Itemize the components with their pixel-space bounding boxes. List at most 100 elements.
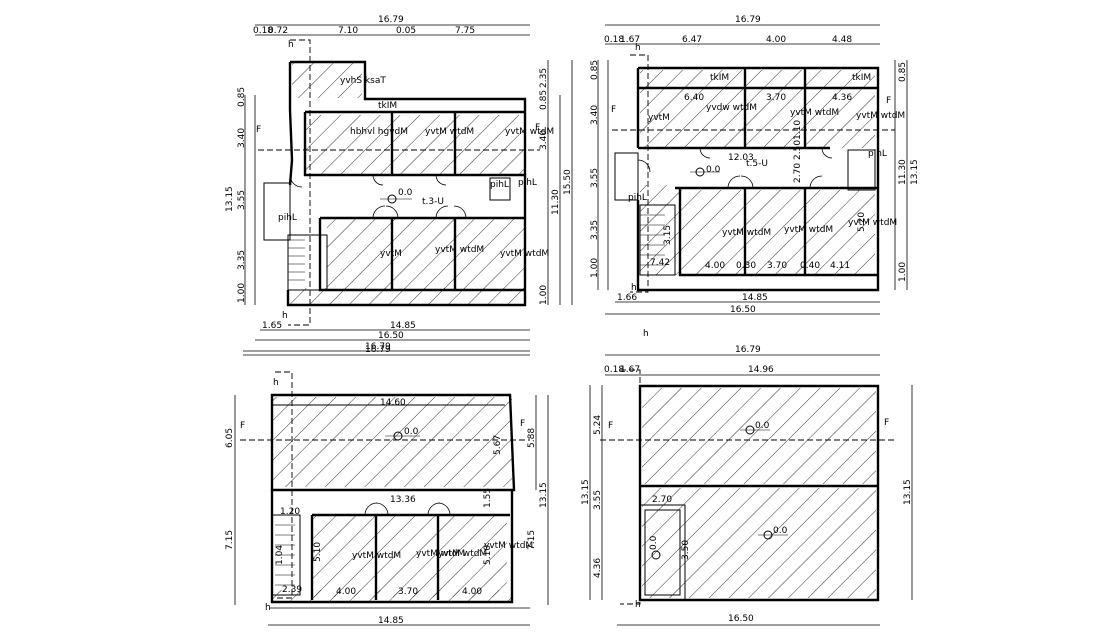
dim-bottom-overall: 16.50 [728,614,754,624]
dim-bottom-overall: 16.50 [730,305,756,315]
inner-dim: 4.00 [336,587,356,597]
dim-top-gap: 0.05 [396,26,416,36]
inner-dim: 3.70 [767,261,787,271]
inner-dim: 1.55 [483,488,493,508]
dim-top-overall: 16.79 [378,15,404,25]
dim-top-wall-b: 0.72 [268,26,288,36]
dim-right-a: 5.88 [527,428,537,448]
dim-left-d: 3.35 [590,220,600,240]
plan-top-right: 16.79 0.18 1.67 6.47 4.00 4.48 0.85 3.40… [590,15,920,315]
dim-right-b: 11.30 [898,159,908,185]
room-label: yvtM wtdM [425,127,474,137]
section-label-f-right: F [535,123,540,133]
dim-bottom-stair: 1.66 [617,293,637,303]
dim-left-e: 3.35 [237,250,247,270]
dim-right-f: 1.00 [539,285,549,305]
dim-top-wall-a: 0.18 [253,26,273,36]
level-value: 0.0 [404,427,419,437]
dim-left-c: 3.55 [590,168,600,188]
inner-dim: 5.20 [857,212,867,232]
inner-dim: 3.15 [663,225,673,245]
inner-dim: 2.70 [652,495,672,505]
tag-label: pihL [490,180,509,190]
inner-dim: 4.00 [462,587,482,597]
dim-right-c: 13.15 [910,159,920,185]
section-label-f-right: F [884,418,889,428]
dim-top-span-a: 7.10 [338,26,358,36]
plan-top-left: 16.79 0.18 0.72 7.10 0.05 7.75 0.85 3.40… [225,15,573,352]
section-label-h-bottom: h [265,603,271,613]
room-label: yvtM wtdM [438,549,487,559]
level-value: 0.0 [398,188,413,198]
inner-dim: 13.36 [390,495,416,505]
tag-label: pihL [278,213,297,223]
inner-dim: 14.60 [380,398,406,408]
dim-top-span-c: 4.48 [832,35,852,45]
room-label: yvtM wtdM [856,111,905,121]
dim-top-span: 14.96 [748,365,774,375]
room-label: yvhS ksaT [340,76,386,86]
section-label-f-right: F [520,419,525,429]
dim-top-span-b: 7.75 [455,26,475,36]
inner-dim: 2.50 [793,140,803,160]
dim-bottom-overall: 14.85 [378,616,404,626]
room-label: yvtM [380,249,402,259]
section-label-h-top: h [635,43,641,53]
dim-left-a: 6.05 [225,428,235,448]
level-value: 0.0 [773,526,788,536]
dim-right-c: 7.15 [527,530,537,550]
room-label: hbhvl hgvdM [350,127,408,137]
level-value: 0.0 [706,165,721,175]
dim-left-b: 3.40 [590,105,600,125]
section-label-f-right: F [886,96,891,106]
level-value: 0.0 [755,421,770,431]
room-label: tkIM [378,101,397,111]
inner-dim: 1.20 [280,507,300,517]
dim-bottom-stair: 1.65 [262,321,282,331]
inner-dim: 7.42 [650,258,670,268]
room-label: yvdw wtdM [706,103,757,113]
dim-bottom-inner: 14.85 [390,321,416,331]
room-label: yvtM wtdM [416,549,465,559]
dim-right-c: 3.40 [539,130,549,150]
dim-bottom-inner: 14.85 [742,293,768,303]
dim-top-overall: 16.79 [365,345,391,355]
level-marker-icon [385,431,420,441]
room-label: yvtM wtdM [500,249,549,259]
dim-left-a: 5.24 [593,415,603,435]
section-label-h-top: h [273,378,279,388]
room-label: yvtM wtdM [505,127,554,137]
section-label-f-left: F [608,421,613,431]
tag-label: pihL [628,193,647,203]
dim-left-a: 0.85 [590,60,600,80]
dim-left-c: 13.15 [581,479,591,505]
inner-dim: 1.04 [275,545,285,565]
room-label: yvtM wtdM [722,228,771,238]
dim-top-overall: 16.79 [735,345,761,355]
dim-right-a: 2.35 [539,68,549,88]
room-label: tkIM [852,73,871,83]
section-label-f-left: F [256,125,261,135]
room-label: yvtM wtdM [790,108,839,118]
dim-right-e: 15.50 [563,169,573,195]
stair-level-label: t.5-U [746,159,768,169]
inner-dim: 0.40 [800,261,820,271]
room-label: yvtM wtdM [484,541,533,551]
dim-right-d: 1.00 [898,262,908,282]
inner-dim: 5.10 [483,545,493,565]
room-label: yvtM [648,113,670,123]
dim-left-f: 1.00 [237,283,247,303]
tag-label: pihL [868,149,887,159]
tag-label: pihL [518,178,537,188]
dim-left-c: 13.15 [225,186,235,212]
level-value: 0.0 [649,535,659,550]
dim-right-a: 13.15 [903,479,913,505]
inner-dim: 5.10 [313,542,323,562]
plan-bottom-left: 16.79 6.05 7.15 5.88 13.15 7.15 14.85 h … [225,345,549,626]
inner-dim: 2.39 [282,585,302,595]
dim-left-b: 3.40 [237,128,247,148]
inner-dim: 5.67 [493,435,503,455]
dim-right-d: 11.30 [551,189,561,215]
inner-dim: 6.40 [684,93,704,103]
